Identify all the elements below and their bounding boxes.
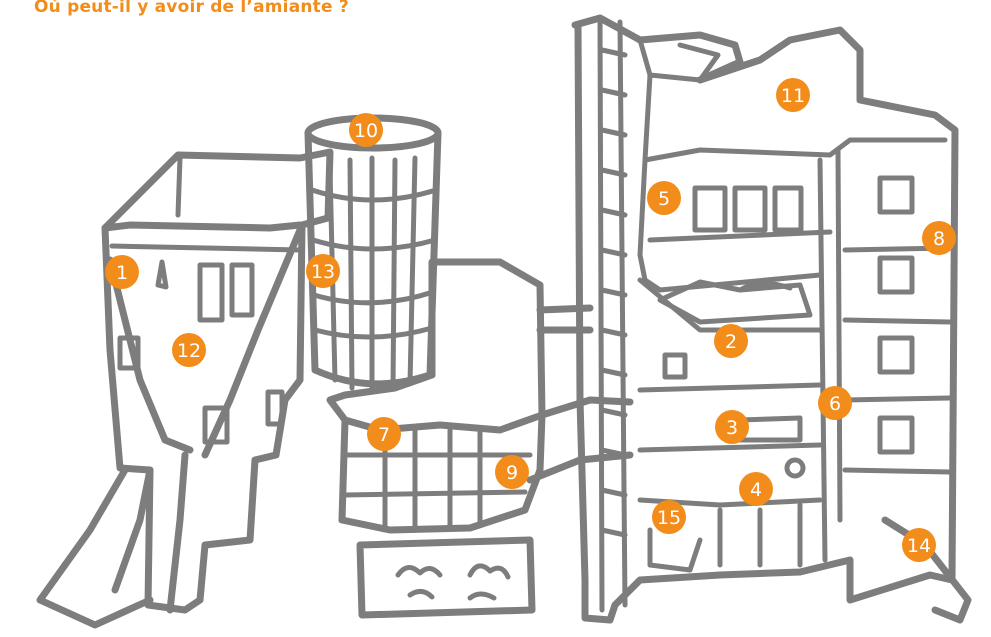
marker-10: 10 [349, 113, 383, 147]
marker-5: 5 [647, 181, 681, 215]
marker-9: 9 [495, 455, 529, 489]
marker-8: 8 [922, 221, 956, 255]
marker-label: 2 [725, 331, 737, 353]
marker-label: 9 [506, 462, 518, 484]
marker-label: 14 [907, 535, 931, 557]
building-outlines [40, 18, 968, 625]
marker-4: 4 [739, 472, 773, 506]
marker-12: 12 [172, 333, 206, 367]
marker-1: 1 [105, 255, 139, 289]
marker-label: 12 [177, 340, 201, 362]
marker-label: 5 [658, 188, 670, 210]
marker-label: 13 [311, 261, 335, 283]
marker-11: 11 [776, 78, 810, 112]
marker-13: 13 [306, 254, 340, 288]
marker-label: 7 [378, 424, 390, 446]
marker-label: 15 [657, 507, 681, 529]
marker-15: 15 [652, 500, 686, 534]
marker-label: 10 [354, 120, 378, 142]
marker-label: 4 [750, 479, 762, 501]
marker-label: 11 [781, 85, 805, 107]
marker-14: 14 [902, 528, 936, 562]
marker-label: 3 [726, 417, 738, 439]
marker-label: 1 [116, 262, 128, 284]
marker-7: 7 [367, 417, 401, 451]
marker-label: 8 [933, 228, 945, 250]
marker-2: 2 [714, 324, 748, 358]
marker-label: 6 [829, 393, 841, 415]
marker-3: 3 [715, 410, 749, 444]
marker-6: 6 [818, 386, 852, 420]
